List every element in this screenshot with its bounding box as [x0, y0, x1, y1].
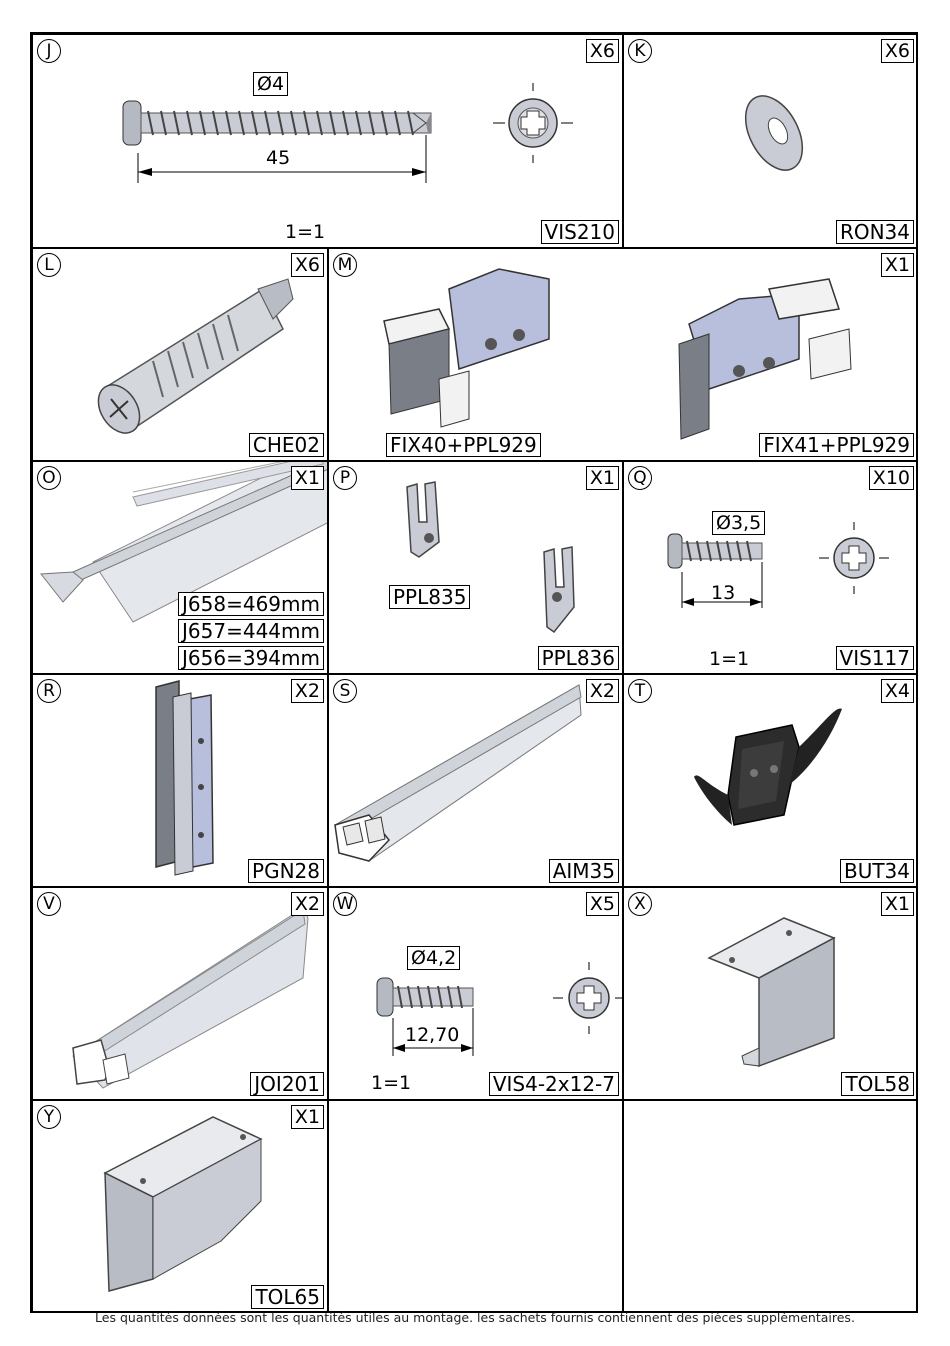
- magnet-profile-icon: [334, 684, 582, 862]
- washer-icon: [744, 95, 804, 171]
- quantity-badge: X10: [868, 466, 914, 490]
- cell-letter: O: [37, 466, 61, 490]
- quantity-badge: X1: [880, 892, 914, 916]
- cell-letter: K: [628, 39, 652, 63]
- cell-v: V X2 JOI201: [32, 887, 328, 1100]
- cell-empty-2: [623, 1100, 918, 1313]
- part-code: VIS117: [835, 646, 914, 670]
- quantity-badge: X6: [880, 39, 914, 63]
- part-code: JOI201: [250, 1072, 324, 1096]
- quantity-badge: X2: [290, 892, 324, 916]
- diameter-label: Ø4,2: [407, 946, 461, 970]
- part-code: VIS4-2x12-7: [488, 1072, 619, 1096]
- quantity-badge: X2: [290, 679, 324, 703]
- part-code: CHE02: [248, 433, 324, 457]
- fixing-brackets-icon: [383, 268, 852, 440]
- quantity-badge: X6: [290, 253, 324, 277]
- cell-s: S X2 AIM35: [328, 674, 623, 887]
- quantity-badge: X1: [290, 466, 324, 490]
- quantity-badge: X5: [585, 892, 619, 916]
- footer-note: Les quantités données sont les quantités…: [95, 1310, 855, 1325]
- quantity-badge: X1: [585, 466, 619, 490]
- cell-m: M X1 FIX40+PPL929 FIX41+PPL929: [328, 248, 918, 461]
- cell-y: Y X1 TOL65: [32, 1100, 328, 1313]
- cell-t: T X4 BUT34: [623, 674, 918, 887]
- part-code-a: PPL835: [389, 585, 471, 609]
- part-code: AIM35: [548, 859, 619, 883]
- clips-icon: [406, 481, 575, 634]
- scale-label: 1=1: [285, 221, 326, 243]
- cell-l: L X6 CHE02: [32, 248, 328, 461]
- diameter-label: Ø4: [253, 72, 289, 96]
- profile-pgn28-icon: [155, 680, 214, 876]
- cell-x: X X1 TOL58: [623, 887, 918, 1100]
- scale-label: 1=1: [709, 648, 750, 670]
- cell-letter: V: [37, 892, 61, 916]
- cell-letter: L: [37, 253, 61, 277]
- metal-plate-tol58-icon: [707, 917, 836, 1068]
- cell-letter: S: [333, 679, 357, 703]
- clip-ppl836-icon: [543, 546, 575, 634]
- screw-w-icon: [376, 962, 622, 1056]
- stop-button-icon: [694, 708, 842, 826]
- screw-q-icon: [667, 522, 889, 608]
- cell-letter: P: [333, 466, 357, 490]
- screw-j-icon: [122, 83, 573, 183]
- cell-letter: T: [628, 679, 652, 703]
- bracket-right-icon: [678, 278, 852, 440]
- part-code: TOL58: [841, 1072, 914, 1096]
- cell-o: O X1 J658=469mm J657=444mm J656=394mm: [32, 461, 328, 674]
- seal-profile-icon: [72, 907, 309, 1089]
- part-code-2: J657=444mm: [178, 619, 324, 643]
- cell-letter: R: [37, 679, 61, 703]
- cell-letter: W: [333, 892, 357, 916]
- clip-ppl835-icon: [406, 481, 440, 558]
- part-code-left: FIX40+PPL929: [386, 433, 541, 457]
- cell-j: J X6 Ø4 45 1=1 VIS210: [32, 34, 623, 248]
- cell-w: W X5 Ø4,2 12,70 1=1 VIS4-2x12-7: [328, 887, 623, 1100]
- diameter-label: Ø3,5: [712, 511, 766, 535]
- part-code: BUT34: [839, 859, 914, 883]
- cell-letter: Q: [628, 466, 652, 490]
- cell-q: Q X10 Ø3,5 13 1=1 VIS117: [623, 461, 918, 674]
- length-label: 13: [711, 582, 736, 604]
- cell-letter: M: [333, 253, 357, 277]
- metal-plate-tol65-icon: [103, 1116, 263, 1292]
- length-label: 12,70: [405, 1024, 460, 1046]
- glass-seal-profile-icon: [40, 462, 327, 623]
- part-code: PGN28: [248, 859, 324, 883]
- scale-label: 1=1: [371, 1072, 412, 1094]
- cell-empty-1: [328, 1100, 623, 1313]
- cell-letter: J: [37, 39, 61, 63]
- quantity-badge: X1: [290, 1105, 324, 1129]
- length-label: 45: [266, 147, 291, 169]
- part-code: TOL65: [251, 1285, 324, 1309]
- cell-k: K X6 RON34: [623, 34, 918, 248]
- part-code-3: J656=394mm: [178, 646, 324, 670]
- quantity-badge: X1: [880, 253, 914, 277]
- quantity-badge: X4: [880, 679, 914, 703]
- cell-p: P X1 PPL835 PPL836: [328, 461, 623, 674]
- wall-plug-icon: [97, 278, 294, 434]
- part-code: RON34: [835, 220, 914, 244]
- bracket-left-icon: [383, 268, 550, 428]
- part-code: VIS210: [540, 220, 619, 244]
- parts-sheet: J X6 Ø4 45 1=1 VIS210 K X6 RON34 L: [30, 32, 918, 1313]
- quantity-badge: X2: [585, 679, 619, 703]
- cell-letter: X: [628, 892, 652, 916]
- part-code-1: J658=469mm: [178, 592, 324, 616]
- cell-letter: Y: [37, 1105, 61, 1129]
- part-code-b: PPL836: [537, 646, 619, 670]
- quantity-badge: X6: [585, 39, 619, 63]
- cell-r: R X2 PGN28: [32, 674, 328, 887]
- part-code-right: FIX41+PPL929: [759, 433, 914, 457]
